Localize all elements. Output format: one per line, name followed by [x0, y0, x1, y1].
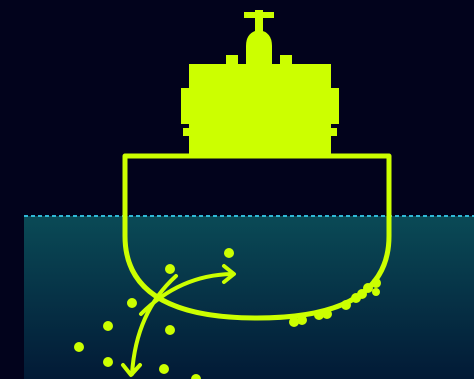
left-step-lower — [183, 128, 191, 136]
ship-superstructure-icon — [181, 10, 339, 156]
funnel — [246, 30, 272, 66]
right-step-upper — [329, 88, 339, 124]
right-step-lower — [329, 128, 337, 136]
water-body — [24, 216, 474, 379]
deckhouse — [189, 64, 331, 156]
mast-pole — [255, 10, 263, 32]
left-step-upper — [181, 88, 191, 124]
